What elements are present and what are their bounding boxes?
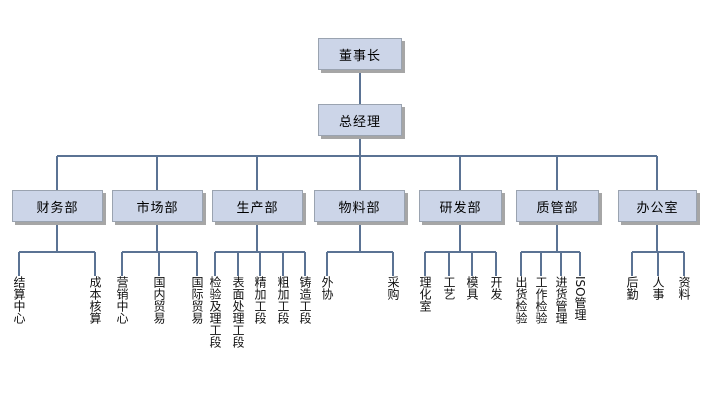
leaf-human-resources[interactable]: 人事 (651, 276, 665, 300)
node-dept-materials-label: 物料部 (338, 200, 381, 216)
node-dept-marketing[interactable]: 市场部 (112, 190, 203, 222)
node-chairman-label: 董事长 (338, 48, 381, 64)
node-dept-materials[interactable]: 物料部 (314, 190, 405, 222)
leaf-incoming-material-control[interactable]: 进货管理 (554, 276, 568, 324)
leaf-casting-section[interactable]: 铸造工段 (298, 276, 312, 324)
node-dept-rnd[interactable]: 研发部 (419, 190, 502, 222)
leaf-finish-machining-section[interactable]: 精加工段 (253, 276, 267, 324)
node-general-manager-label: 总经理 (338, 114, 381, 130)
leaf-domestic-trade[interactable]: 国内贸易 (152, 276, 166, 324)
node-general-manager[interactable]: 总经理 (318, 104, 402, 136)
node-dept-production-label: 生产部 (236, 200, 279, 216)
node-chairman[interactable]: 董事长 (318, 38, 402, 70)
leaf-logistics[interactable]: 后勤 (625, 276, 639, 300)
leaf-procurement[interactable]: 采购 (386, 276, 400, 300)
node-dept-office-label: 办公室 (636, 200, 679, 216)
node-dept-quality[interactable]: 质管部 (516, 190, 599, 222)
leaf-sales-center[interactable]: 营销中心 (115, 276, 129, 324)
leaf-process-engineering[interactable]: 工艺 (442, 276, 456, 300)
leaf-settlement-center[interactable]: 结算中心 (12, 276, 26, 324)
leaf-cost-accounting[interactable]: 成本核算 (88, 276, 102, 324)
leaf-international-trade[interactable]: 国际贸易 (190, 276, 204, 324)
leaf-rough-machining-section[interactable]: 粗加工段 (276, 276, 290, 324)
leaf-outsourcing[interactable]: 外协 (320, 276, 334, 300)
node-dept-marketing-label: 市场部 (136, 200, 179, 216)
leaf-outgoing-inspection[interactable]: 出货检验 (514, 276, 528, 324)
leaf-physical-chemical-lab[interactable]: 理化室 (418, 276, 432, 312)
node-dept-quality-label: 质管部 (536, 200, 579, 216)
leaf-inspection-section[interactable]: 检验及理工段 (208, 276, 222, 348)
node-dept-production[interactable]: 生产部 (212, 190, 303, 222)
node-dept-rnd-label: 研发部 (439, 200, 482, 216)
leaf-surface-treatment-section[interactable]: 表面处理工段 (231, 276, 245, 348)
node-dept-finance[interactable]: 财务部 (12, 190, 103, 222)
leaf-tooling[interactable]: 模具 (465, 276, 479, 300)
leaf-in-process-inspection[interactable]: 工作检验 (534, 276, 548, 324)
leaf-documentation[interactable]: 资料 (677, 276, 691, 300)
leaf-iso-management[interactable]: ISO管理 (573, 276, 587, 321)
leaf-development[interactable]: 开发 (489, 276, 503, 300)
node-dept-office[interactable]: 办公室 (618, 190, 697, 222)
node-dept-finance-label: 财务部 (36, 200, 79, 216)
